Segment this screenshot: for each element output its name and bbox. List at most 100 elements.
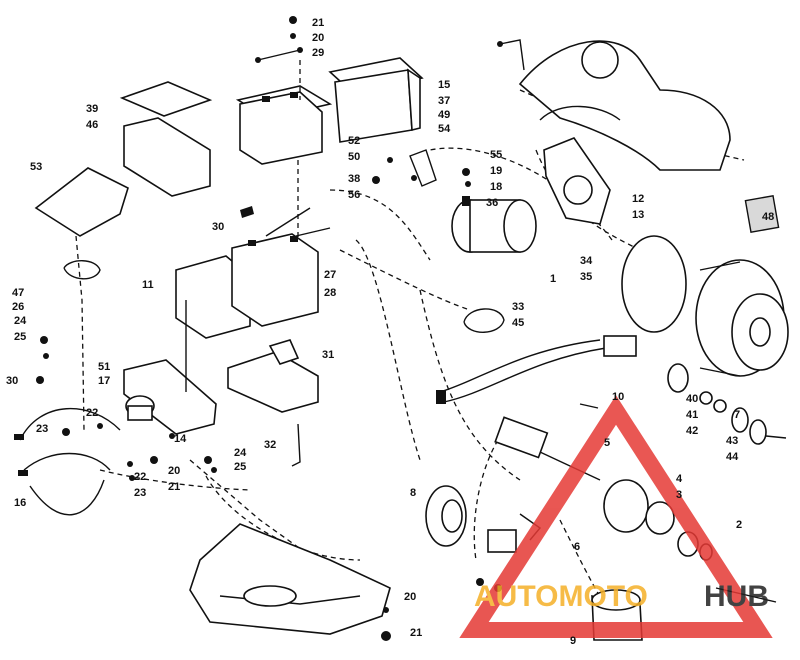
label-3: 3 [676, 489, 682, 501]
label-26: 26 [12, 301, 24, 313]
label-45: 45 [512, 317, 524, 329]
label-12: 12 [632, 193, 644, 205]
battery-cover [328, 57, 424, 143]
label-52: 52 [348, 135, 360, 147]
solenoid-17 [125, 395, 155, 421]
clip-33 [463, 308, 505, 333]
battery-top [235, 85, 333, 165]
label-24: 24 [14, 315, 27, 327]
battery-bracket-strap [255, 47, 303, 63]
battery-box-46 [123, 117, 211, 197]
label-16: 16 [14, 497, 26, 509]
part-labels: 21 20 29 15 37 49 54 39 46 52 50 53 55 1… [6, 17, 774, 647]
flywheel [695, 259, 789, 377]
label-15: 15 [438, 79, 450, 91]
label-21b: 21 [168, 481, 180, 493]
label-5: 5 [604, 437, 610, 449]
bracket-51 [123, 300, 217, 435]
label-43: 43 [726, 435, 738, 447]
starter-motor-36 [451, 168, 537, 253]
label-44: 44 [726, 451, 739, 463]
shield-53 [34, 167, 129, 237]
leader-lines [75, 60, 745, 631]
end-cap-8 [425, 485, 467, 547]
label-24b: 24 [234, 447, 247, 459]
label-39: 39 [86, 103, 98, 115]
label-27: 27 [324, 269, 336, 281]
label-30b: 30 [6, 375, 18, 387]
small-parts-40-44 [579, 363, 787, 445]
label-20c: 20 [404, 591, 416, 603]
fastener-dots [36, 157, 471, 481]
label-50: 50 [348, 151, 360, 163]
fastener-21-20 [289, 16, 297, 39]
label-36: 36 [486, 197, 498, 209]
label-55: 55 [490, 149, 502, 161]
label-14: 14 [174, 433, 187, 445]
label-20b: 20 [168, 465, 180, 477]
battery-11 [175, 233, 319, 339]
label-48: 48 [762, 211, 774, 223]
label-35: 35 [580, 271, 592, 283]
label-25: 25 [14, 331, 26, 343]
label-32: 32 [264, 439, 276, 451]
label-37: 37 [438, 95, 450, 107]
label-49: 49 [438, 109, 450, 121]
label-34: 34 [580, 255, 593, 267]
warning-triangle-icon [459, 395, 773, 638]
label-17: 17 [98, 375, 110, 387]
label-18: 18 [490, 181, 502, 193]
label-21: 21 [312, 17, 324, 29]
bracket-54 [409, 149, 437, 187]
harness-16 [14, 408, 121, 516]
label-11: 11 [142, 279, 154, 291]
label-42: 42 [686, 425, 698, 437]
label-8: 8 [410, 487, 416, 499]
label-28: 28 [324, 287, 336, 299]
skid-plate [189, 523, 391, 641]
armature-5 [494, 416, 601, 481]
label-7: 7 [734, 409, 740, 421]
label-1: 1 [550, 273, 556, 285]
watermark-text-auto: AUTOMOTO [474, 580, 648, 613]
label-23: 23 [36, 423, 48, 435]
label-41: 41 [686, 409, 698, 421]
clip-47 [63, 260, 101, 280]
label-25b: 25 [234, 461, 246, 473]
watermark: AUTOMOTO HUB [459, 395, 773, 638]
harness-45 [436, 335, 637, 404]
label-4: 4 [676, 473, 683, 485]
label-22: 22 [86, 407, 98, 419]
label-46: 46 [86, 119, 98, 131]
label-13: 13 [632, 209, 644, 221]
label-22b: 22 [134, 471, 146, 483]
decal-39 [119, 81, 213, 117]
label-51: 51 [98, 361, 110, 373]
label-19: 19 [490, 165, 502, 177]
label-40: 40 [686, 393, 698, 405]
watermark-text-hub: HUB [704, 580, 769, 613]
ring-gear-34 [621, 235, 687, 333]
label-30: 30 [212, 221, 224, 233]
label-10: 10 [612, 391, 624, 403]
battery-cable-27 [240, 206, 331, 237]
label-9: 9 [570, 635, 576, 647]
label-31: 31 [322, 349, 334, 361]
label-53: 53 [30, 161, 42, 173]
label-33: 33 [512, 301, 524, 313]
starter-bracket-12 [543, 137, 611, 225]
label-54: 54 [438, 123, 451, 135]
label-29: 29 [312, 47, 324, 59]
label-21c: 21 [410, 627, 422, 639]
label-38: 38 [348, 173, 360, 185]
engine-block [497, 39, 731, 171]
label-56: 56 [348, 189, 360, 201]
label-23b: 23 [134, 487, 146, 499]
rod-32 [291, 423, 301, 467]
label-47: 47 [12, 287, 24, 299]
label-6: 6 [574, 541, 580, 553]
tray-bracket-31 [227, 339, 319, 413]
decal-48 [744, 195, 780, 233]
label-2: 2 [736, 519, 742, 531]
